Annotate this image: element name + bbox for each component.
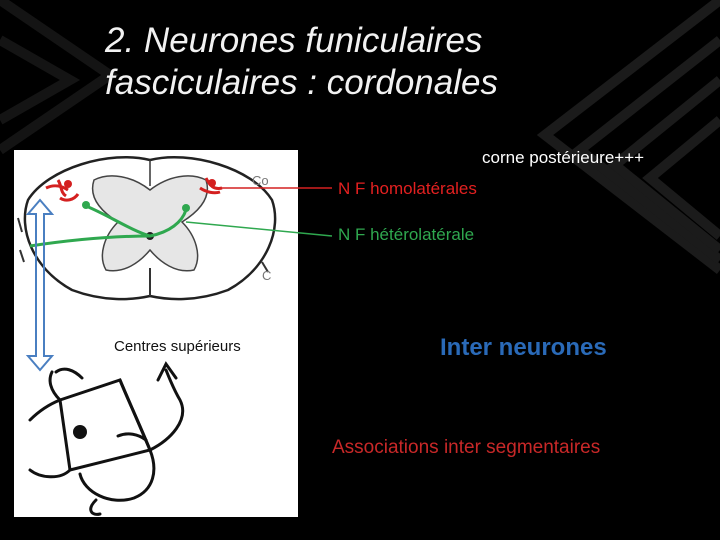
label-co-1: Co <box>252 173 269 188</box>
heterolateral-soma-left <box>82 201 90 209</box>
label-associations: Associations inter segmentaires <box>332 437 601 458</box>
edge-mark-left <box>17 217 25 263</box>
homolateral-soma-right <box>208 179 216 187</box>
edge-mark-right <box>261 261 269 273</box>
title-line-1: 2. Neurones funiculaires <box>105 21 483 60</box>
title-line-2: fasciculaires : cordonales <box>105 63 498 102</box>
label-inter-neurones: Inter neurones <box>440 334 607 361</box>
heterolateral-soma-right <box>182 204 190 212</box>
label-nf-heterolaterale: N F hétérolatérale <box>338 225 475 244</box>
double-headed-vertical-arrow-icon <box>25 198 55 372</box>
label-co-2: C <box>262 268 272 283</box>
neuron-sketch-icon <box>28 361 185 516</box>
label-corne-posterieure: corne postérieure+++ <box>482 148 645 167</box>
label-centres-superieurs: Centres supérieurs <box>114 338 241 355</box>
neuron-nucleus <box>73 425 87 439</box>
grey-matter <box>91 175 209 272</box>
heterolateral-leader <box>185 221 333 237</box>
label-nf-homolaterales: N F homolatérales <box>338 179 477 198</box>
slide-title: 2. Neurones funiculaires fasciculaires :… <box>105 20 705 104</box>
homolateral-soma-left <box>64 180 72 188</box>
heterolateral-neurons <box>29 204 188 248</box>
